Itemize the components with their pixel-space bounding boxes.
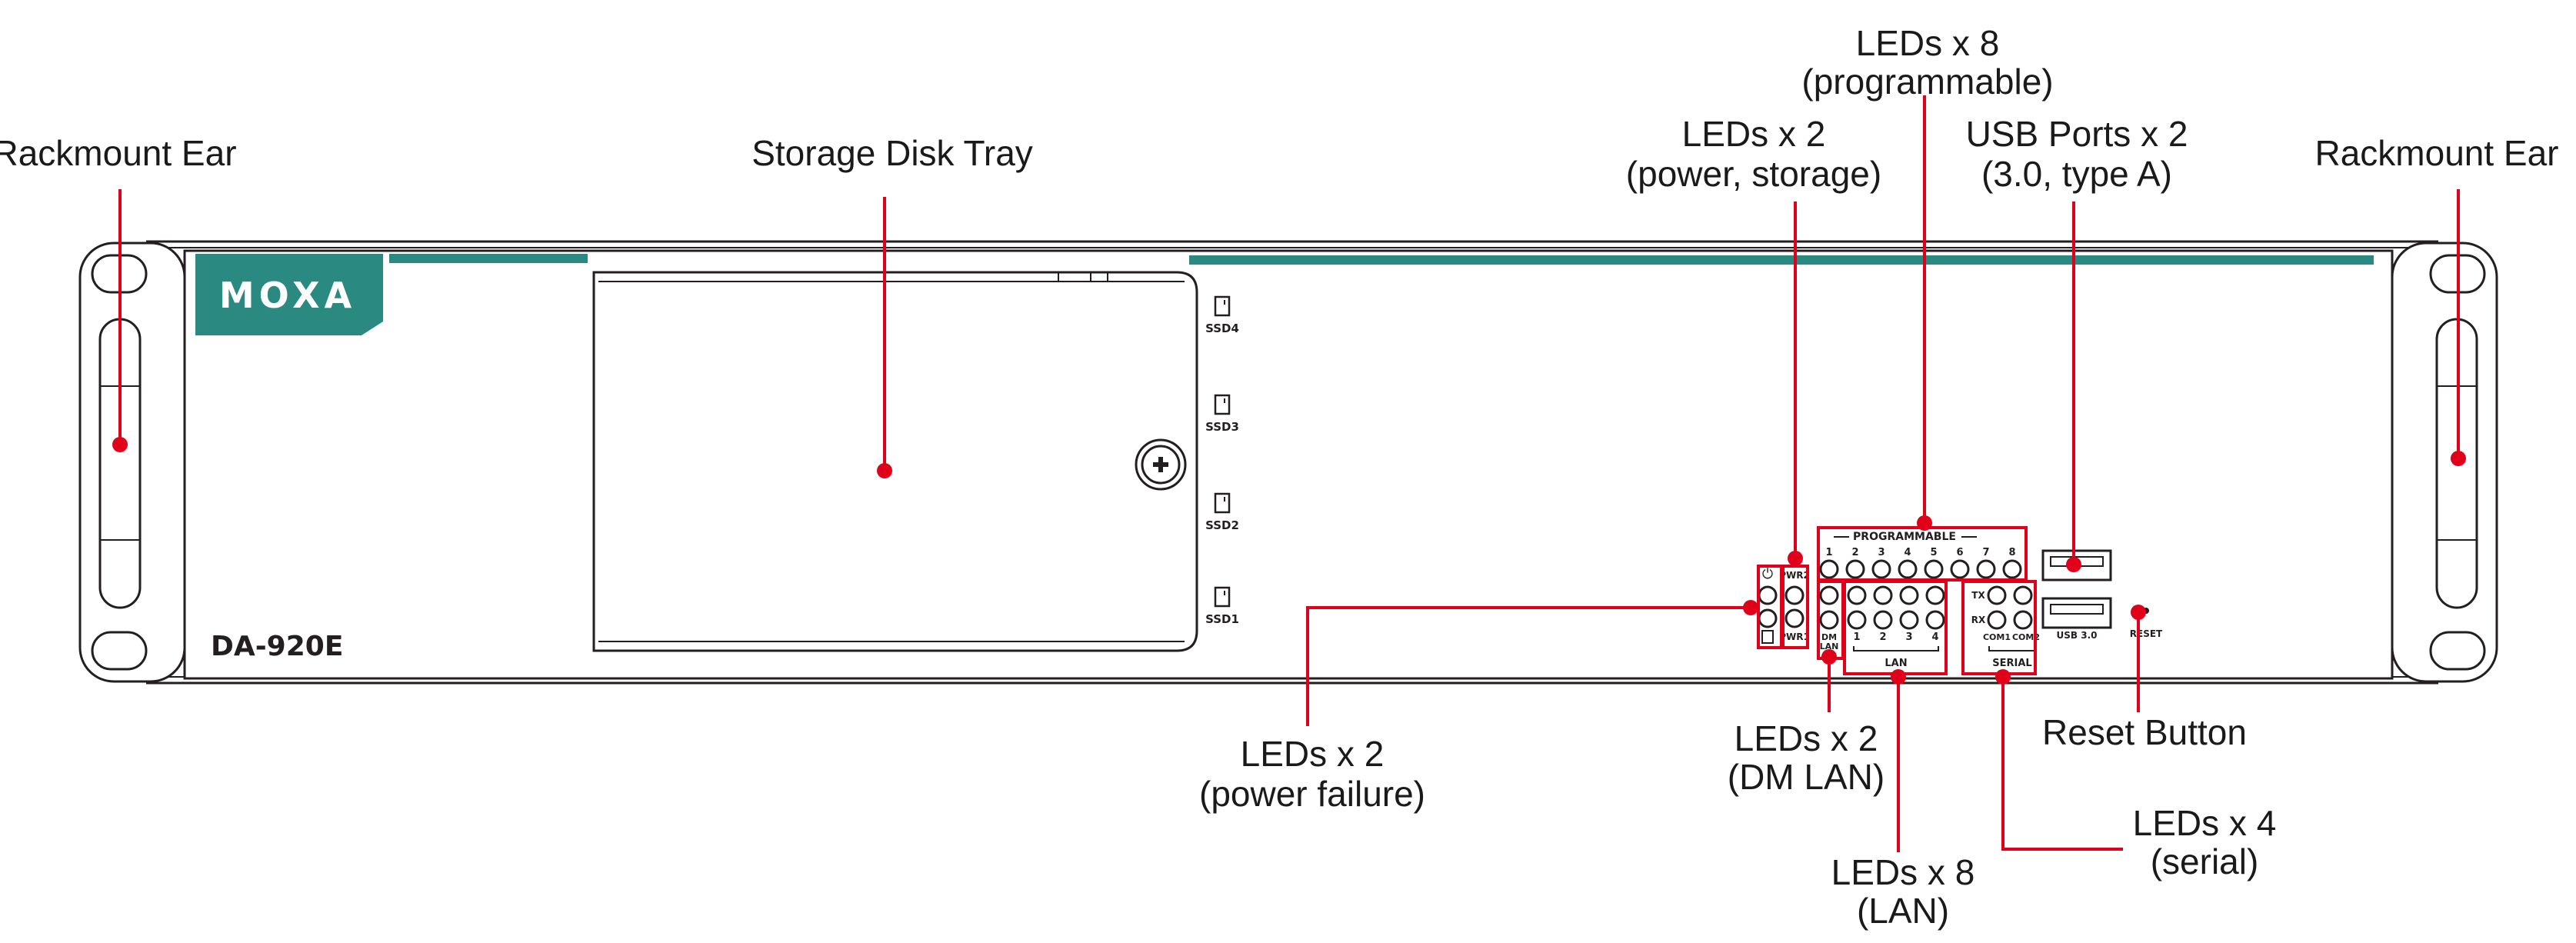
svg-text:SSD2: SSD2	[1205, 518, 1239, 532]
svg-text:LAN: LAN	[1885, 658, 1907, 669]
svg-text:2: 2	[1879, 631, 1886, 643]
usb-port-icon-2[interactable]	[2041, 597, 2112, 629]
svg-text:COM2: COM2	[2012, 632, 2040, 642]
lan-led-group: 1 2 3 4 LAN	[1847, 585, 1945, 669]
callout-usb-line1: USB Ports x 2	[1966, 114, 2188, 154]
svg-text:USB 3.0: USB 3.0	[2057, 630, 2098, 641]
callout-pf-line1: LEDs x 2	[1241, 734, 1385, 774]
teal-strip-left	[389, 254, 588, 263]
callout-rackmount-left: Rackmount Ear	[0, 133, 237, 173]
svg-text:LAN: LAN	[1820, 641, 1839, 651]
svg-text:PROGRAMMABLE: PROGRAMMABLE	[1853, 531, 1956, 543]
callout-prog-line2: (programmable)	[1801, 62, 2053, 102]
svg-text:4: 4	[1931, 631, 1938, 643]
svg-text:1: 1	[1825, 547, 1832, 558]
svg-text:COM1: COM1	[1983, 632, 2011, 642]
serial-led-group: TX RX COM1 COM2 SERIAL	[1971, 585, 2040, 669]
callout-serial-line2: (serial)	[2151, 841, 2259, 881]
thumbscrew-icon[interactable]	[1135, 438, 1187, 491]
svg-text:4: 4	[1904, 547, 1911, 558]
callout-power-line1: LEDs x 2	[1682, 114, 1826, 154]
svg-text:8: 8	[2008, 547, 2015, 558]
pwr-led-group: PWR2 PWR1	[1779, 570, 1810, 642]
svg-text:3: 3	[1905, 631, 1912, 643]
programmable-led-group: PROGRAMMABLE 1 2 3 4 5 6 7 8	[1819, 531, 2022, 579]
callout-dmlan-line2: (DM LAN)	[1728, 757, 1885, 797]
callout-usb-line2: (3.0, type A)	[1981, 154, 2172, 194]
ssd1-indicator: SSD1	[1205, 586, 1239, 626]
svg-text:6: 6	[1956, 547, 1963, 558]
callout-reset: Reset Button	[2042, 712, 2247, 752]
callout-storage: Storage Disk Tray	[751, 133, 1033, 173]
svg-text:SSD3: SSD3	[1205, 420, 1239, 434]
svg-text:PWR2: PWR2	[1779, 570, 1810, 581]
ssd3-indicator: SSD3	[1205, 394, 1239, 434]
ssd-indicators: SSD4 SSD3 SSD2 SSD1	[1205, 295, 1239, 626]
callout-labels: Rackmount Ear Rackmount Ear Storage Disk…	[0, 23, 2559, 931]
model-label: DA-920E	[211, 631, 343, 662]
dm-lan-led-group: DM LAN	[1819, 585, 1839, 651]
callout-prog-line1: LEDs x 8	[1856, 23, 2000, 63]
storage-disk-tray	[592, 271, 1198, 652]
callout-serial-line1: LEDs x 4	[2133, 803, 2277, 843]
svg-text:1: 1	[1853, 631, 1860, 643]
svg-text:SERIAL: SERIAL	[1992, 658, 2031, 669]
svg-text:TX: TX	[1971, 590, 1985, 601]
svg-text:⏻: ⏻	[1762, 566, 1773, 582]
svg-text:RESET: RESET	[2130, 628, 2163, 639]
ssd2-indicator: SSD2	[1205, 492, 1239, 532]
svg-text:SSD1: SSD1	[1205, 612, 1239, 626]
callout-pf-line2: (power failure)	[1199, 774, 1425, 814]
ssd4-indicator: SSD4	[1205, 295, 1239, 335]
svg-text:7: 7	[1982, 547, 1989, 558]
svg-text:DM: DM	[1821, 632, 1837, 642]
svg-text:3: 3	[1878, 547, 1885, 558]
chassis	[78, 240, 2498, 685]
rackmount-ear-left	[78, 242, 186, 683]
svg-text:MOXA: MOXA	[219, 275, 356, 316]
teal-strip-right	[1189, 255, 2374, 265]
svg-text:SSD4: SSD4	[1205, 322, 1239, 335]
svg-text:PWR1: PWR1	[1779, 631, 1810, 642]
callout-leaders	[112, 95, 2466, 852]
callout-lan-line2: (LAN)	[1857, 891, 1949, 931]
callout-lan-line1: LEDs x 8	[1831, 852, 1975, 892]
svg-text:RX: RX	[1971, 615, 1986, 625]
svg-text:2: 2	[1851, 547, 1858, 558]
svg-text:5: 5	[1930, 547, 1937, 558]
moxa-logo: MOXA	[195, 254, 383, 335]
front-panel	[183, 249, 2394, 680]
rackmount-ear-right	[2391, 242, 2498, 683]
callout-dmlan-line1: LEDs x 2	[1735, 718, 1878, 758]
callout-rackmount-right: Rackmount Ear	[2314, 133, 2558, 173]
callout-power-line2: (power, storage)	[1626, 154, 1881, 194]
